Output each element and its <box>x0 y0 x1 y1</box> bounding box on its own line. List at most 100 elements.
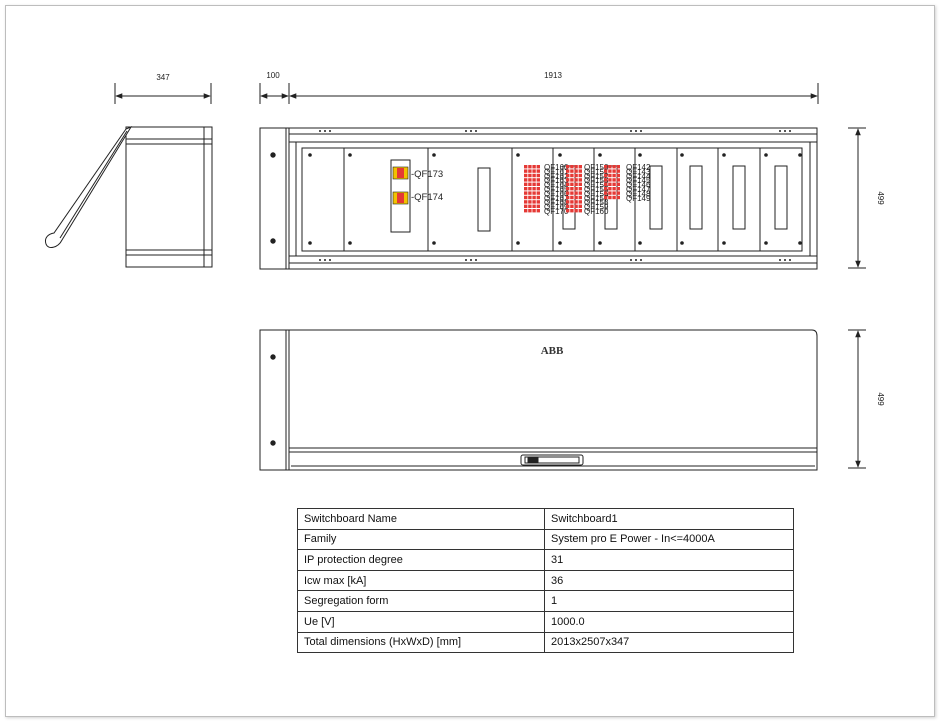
breaker-module <box>570 209 574 213</box>
spec-value: 36 <box>544 569 794 592</box>
rail-dot <box>475 130 477 132</box>
rail-dot <box>329 130 331 132</box>
breaker-module <box>604 182 608 186</box>
dimension-closed-height-label: 499 <box>876 392 885 406</box>
screw-icon <box>598 241 602 245</box>
breaker-module <box>566 191 570 195</box>
breaker-module <box>524 204 528 208</box>
bolt-icon <box>270 238 276 244</box>
module-slot <box>774 165 788 230</box>
breaker-module <box>528 195 532 200</box>
breaker-label: -QF173 <box>411 169 443 180</box>
spec-key: Segregation form <box>297 590 545 612</box>
breaker-module <box>566 200 570 204</box>
breaker-label: QF157 <box>584 194 609 203</box>
breaker-group: QF150QF151QF152QF153QF154QF155QF156QF157… <box>566 163 609 216</box>
screw-icon <box>638 241 642 245</box>
breaker-module <box>578 182 582 186</box>
breaker-module <box>608 182 612 186</box>
rail-dot <box>470 130 472 132</box>
breaker-label: QF149 <box>626 194 651 203</box>
breaker-module <box>578 209 582 213</box>
screw-icon <box>764 241 768 245</box>
breaker-label: QF148 <box>626 189 651 198</box>
dimension-side-depth-label: 347 <box>156 73 170 82</box>
screw-icon <box>598 153 602 157</box>
breaker-label: QF165 <box>544 185 569 194</box>
breaker-module <box>566 195 570 200</box>
breaker-module <box>616 173 620 178</box>
screw-icon <box>432 241 436 245</box>
screw-icon <box>764 153 768 157</box>
screw-icon <box>308 153 312 157</box>
breaker-module <box>574 178 578 182</box>
dimension-front-height-label: 499 <box>876 191 885 205</box>
breaker-module <box>616 178 620 182</box>
breaker-label: QF146 <box>626 181 651 190</box>
spec-value: 2013x2507x347 <box>544 631 794 654</box>
breaker-module <box>616 191 620 195</box>
module-slot <box>649 165 663 230</box>
breaker-module <box>528 173 532 178</box>
handle-lock-icon <box>527 457 539 463</box>
breaker-module <box>570 204 574 208</box>
screw-icon <box>798 241 802 245</box>
breaker-module <box>524 169 528 173</box>
spec-value: 1 <box>544 590 794 612</box>
breaker-module <box>612 169 616 173</box>
breaker-module <box>528 209 532 213</box>
breaker-module <box>612 195 616 200</box>
breaker-label: QF160 <box>544 163 569 172</box>
breaker-module <box>578 195 582 200</box>
breaker-module <box>616 169 620 173</box>
spec-key: Total dimensions (HxWxD) [mm] <box>297 631 545 654</box>
breaker-module <box>570 169 574 173</box>
breaker-label: QF154 <box>584 181 609 190</box>
rail-dot <box>475 259 477 261</box>
bolt-icon <box>270 152 276 158</box>
breaker-module <box>574 209 578 213</box>
breaker-module <box>578 178 582 182</box>
spec-row: Icw max [kA]36 <box>297 569 794 592</box>
breaker-module <box>616 187 620 191</box>
rail-dot <box>465 130 467 132</box>
breaker-module <box>570 182 574 186</box>
breaker-module <box>574 182 578 186</box>
breaker-module <box>608 191 612 195</box>
breaker-module <box>566 209 570 213</box>
spec-value: Switchboard1 <box>544 508 794 530</box>
front-view-closed <box>259 329 818 471</box>
breaker-module <box>532 191 536 195</box>
breaker-module <box>532 165 536 169</box>
breaker-module <box>616 182 620 186</box>
screw-icon <box>558 153 562 157</box>
breaker-label: QF145 <box>626 176 651 185</box>
breaker-module <box>532 209 536 213</box>
breaker-label: QF153 <box>584 176 609 185</box>
spec-value: 1000.0 <box>544 610 794 633</box>
breaker-module <box>532 200 536 204</box>
breaker-module <box>566 178 570 182</box>
breaker-module <box>570 173 574 178</box>
rail-dot <box>465 259 467 261</box>
breaker-module <box>566 169 570 173</box>
breaker-module <box>578 165 582 169</box>
breaker-module <box>566 204 570 208</box>
breaker-module <box>532 169 536 173</box>
breaker-label: QF167 <box>544 194 569 203</box>
breaker-module <box>532 195 536 200</box>
breaker-module <box>574 204 578 208</box>
breaker-module <box>524 195 528 200</box>
breaker-module <box>608 178 612 182</box>
breaker-module <box>524 200 528 204</box>
breaker-label: QF155 <box>584 185 609 194</box>
breaker-module <box>536 182 540 186</box>
dimension-front-height <box>848 127 866 269</box>
breaker-module <box>528 204 532 208</box>
rail-dot <box>635 130 637 132</box>
breaker-module <box>574 200 578 204</box>
breaker-module <box>528 182 532 186</box>
breaker-module <box>574 187 578 191</box>
